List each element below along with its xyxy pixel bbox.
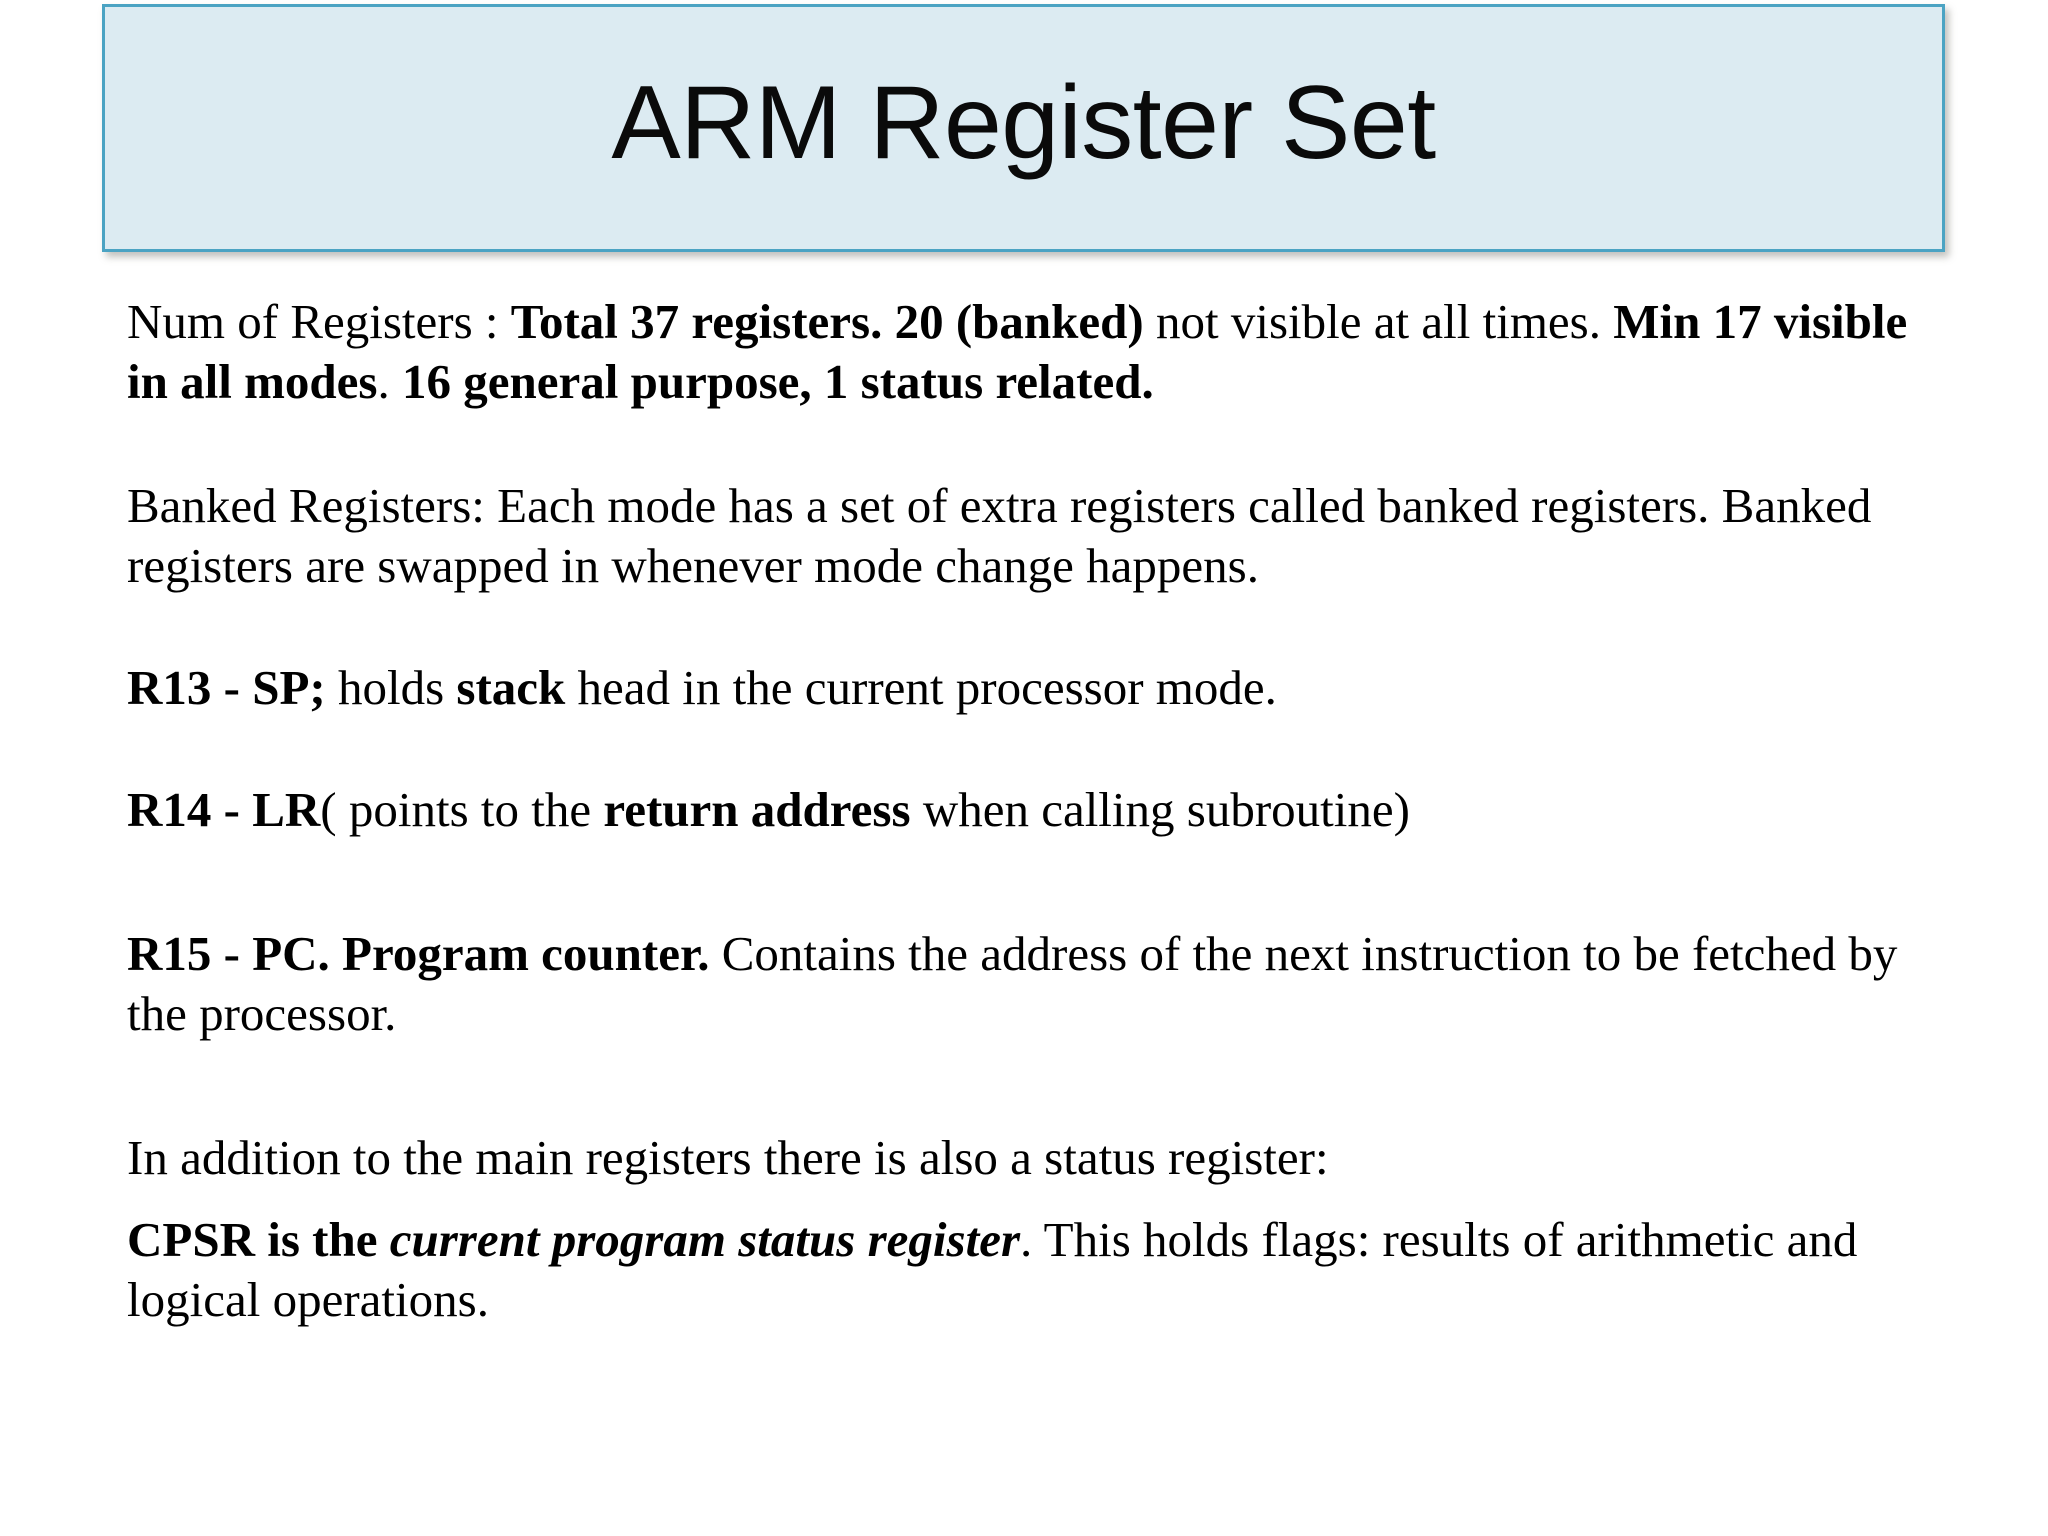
text-run-1: Total 37 registers. 20 (banked) [510,294,1144,349]
slide-title-banner: ARM Register Set [102,4,1945,252]
text-run-2: not visible at all times. [1143,294,1614,349]
text-run-0: Num of Registers : [127,294,511,349]
text-run-2: stack [456,660,566,715]
text-run-0: R14 - LR [127,782,321,837]
text-run-4: . [377,354,402,409]
text-run-1: holds [325,660,457,715]
text-run-0: R15 - PC. Program counter. [127,926,710,981]
text-run-3: head in the current processor mode. [565,660,1277,715]
paragraph-r13-sp: R13 - SP; holds stack head in the curren… [127,658,1949,718]
text-run-5: 16 general purpose, 1 status related. [401,354,1154,409]
paragraph-r15-pc: R15 - PC. Program counter. Contains the … [127,924,1949,1044]
text-run-0: Banked Registers: Each mode has a set of… [127,478,1872,593]
text-run-1: current program status register [389,1212,1021,1267]
text-run-0: R13 - SP; [127,660,326,715]
text-run-2: . This holds flags: results of arithmeti… [127,1212,1858,1327]
text-run-0: In addition to the main registers there … [127,1130,1329,1185]
paragraph-r14-lr: R14 - LR( points to the return address w… [127,780,1949,840]
paragraph-cpsr: CPSR is the current program status regis… [127,1210,1949,1330]
text-run-3: when calling subroutine) [910,782,1410,837]
text-run-1: Contains the address of the next instruc… [127,926,1898,1041]
text-run-2: return address [603,782,911,837]
paragraph-banked-registers: Banked Registers: Each mode has a set of… [127,476,1949,596]
page-title: ARM Register Set [611,65,1436,182]
text-run-0: CPSR is the [127,1212,390,1267]
text-run-3: Min 17 visible in all modes [127,294,1908,409]
slide-body: Num of Registers : Total 37 registers. 2… [127,292,1949,1330]
text-run-1: ( points to the [320,782,604,837]
paragraph-num-of-registers: Num of Registers : Total 37 registers. 2… [127,292,1949,412]
paragraph-status-register-intro: In addition to the main registers there … [127,1128,1949,1188]
